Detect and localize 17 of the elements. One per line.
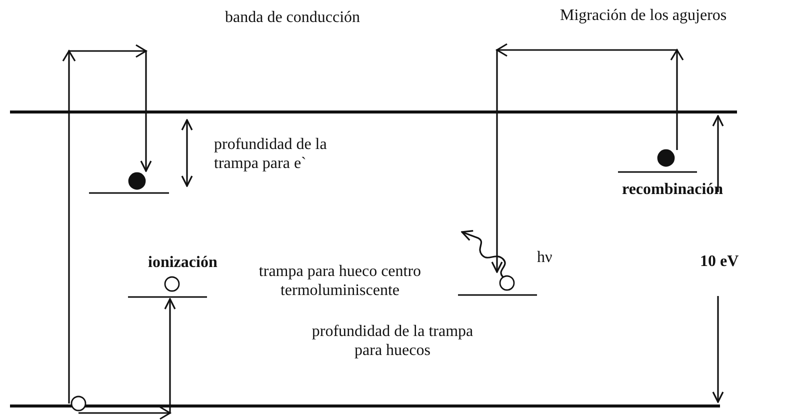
wavy-arrow <box>461 230 506 278</box>
process-label: ionización <box>148 253 218 272</box>
photon-label: hν <box>537 248 554 267</box>
trap-label: trampa para hueco centro termoluminiscente <box>258 262 422 300</box>
trap-level <box>458 275 537 296</box>
hole-circle <box>70 395 87 412</box>
process-label: Migración de los agujeros <box>560 6 728 25</box>
arrow <box>62 44 152 404</box>
trap-level <box>89 172 169 194</box>
arrow <box>491 43 684 273</box>
arrow <box>78 298 176 420</box>
band-label: banda de conducción <box>225 8 362 27</box>
depth-label: profundidad de la trampa para huecos <box>310 322 474 360</box>
trap-level <box>128 276 207 298</box>
depth-label: profundidad de la trampa para e` <box>214 135 328 173</box>
trap-level <box>618 149 697 173</box>
process-label: recombinación <box>622 180 724 199</box>
